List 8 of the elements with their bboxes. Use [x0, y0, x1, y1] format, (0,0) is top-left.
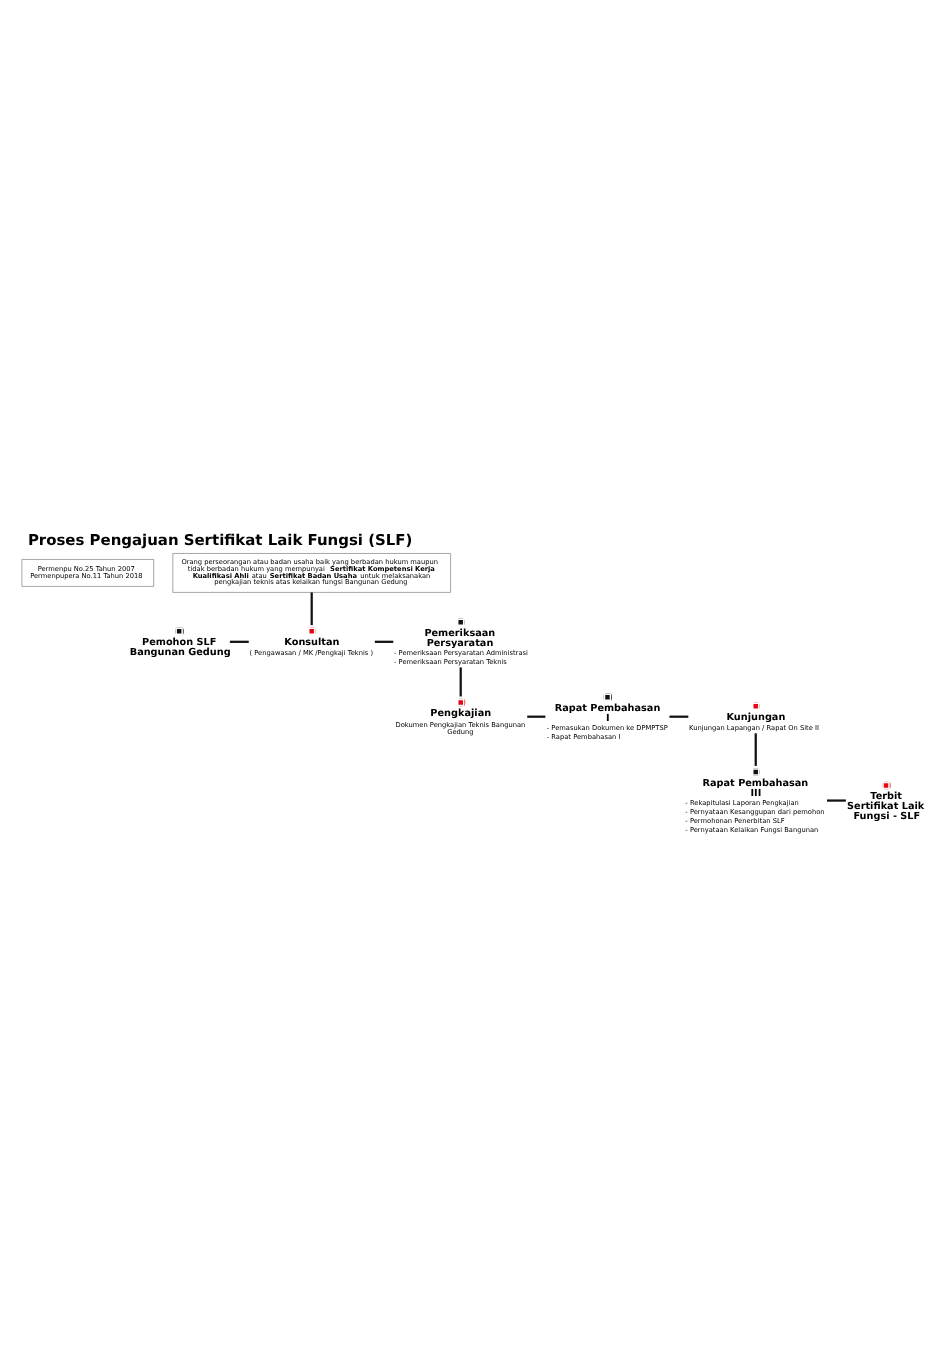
connector: [374, 640, 394, 643]
connector: [669, 715, 689, 718]
connector: [754, 733, 757, 766]
connector: [827, 799, 846, 802]
connector: [229, 640, 249, 643]
connector: [459, 667, 462, 697]
connector: [527, 715, 546, 718]
connector: [310, 592, 313, 626]
